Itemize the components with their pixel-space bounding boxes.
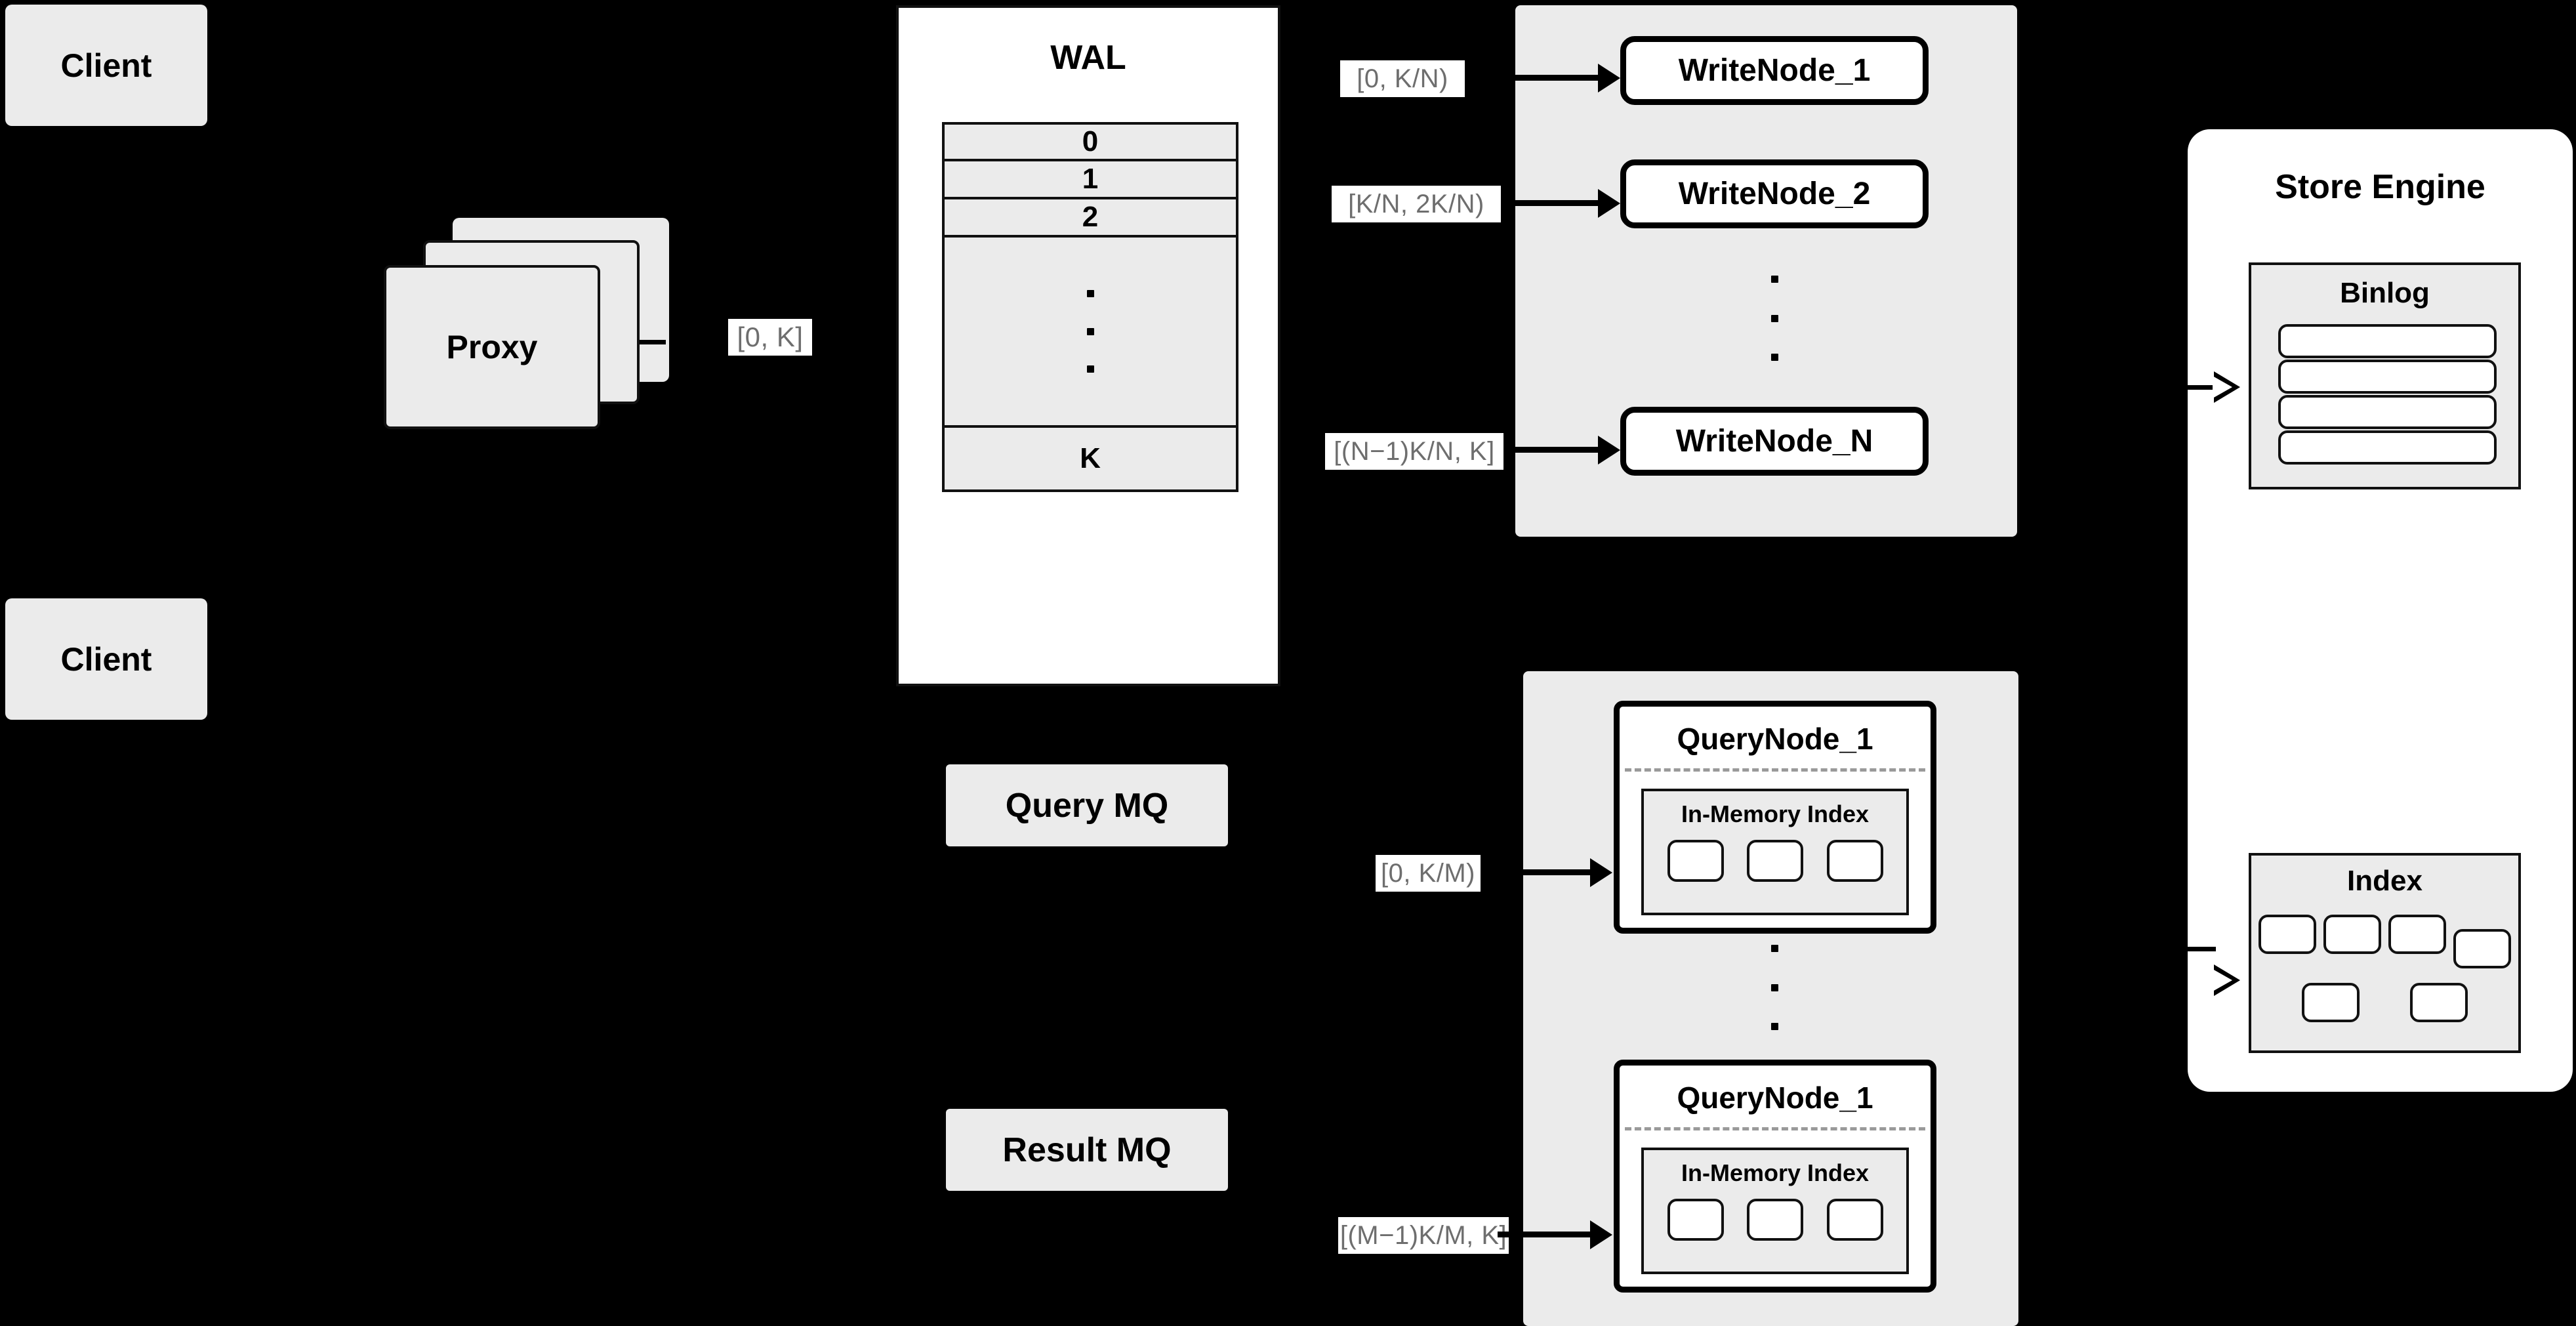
- arrow-head-write-n: [1598, 436, 1620, 465]
- in-memory-index-1-title: In-Memory Index: [1681, 800, 1870, 827]
- write-node-n[interactable]: WriteNode_N: [1620, 407, 1929, 476]
- write-node-ellipsis: [1769, 276, 1780, 361]
- client-box-2[interactable]: Client: [5, 598, 207, 720]
- arrow-head-write-2: [1598, 189, 1620, 218]
- query-node-1-label-wrap: QueryNode_1: [1620, 721, 1931, 756]
- query-node-2[interactable]: QueryNode_1 In-Memory Index: [1614, 1060, 1936, 1293]
- wal-row-ellipsis: [942, 238, 1238, 428]
- arrow-head-to-binlog: [2213, 371, 2240, 403]
- arrow-line-query-1: [1498, 869, 1593, 875]
- client-label-2: Client: [60, 640, 152, 678]
- binlog-box: Binlog: [2249, 262, 2521, 489]
- query-node-1-divider: [1625, 768, 1925, 772]
- write-node-2[interactable]: WriteNode_2: [1620, 159, 1929, 228]
- edge-label-proxy-to-wal: [0, K]: [728, 319, 812, 356]
- proxy-box[interactable]: Proxy: [384, 265, 600, 429]
- edge-label-wal-to-write-1: [0, K/N): [1340, 60, 1465, 97]
- index-slot: [2388, 915, 2446, 954]
- edge-label-mq-to-query-m: [(M−1)K/M, K]: [1338, 1217, 1509, 1254]
- write-node-n-label: WriteNode_N: [1675, 424, 1873, 459]
- result-mq-label: Result MQ: [1002, 1130, 1172, 1169]
- index-slot: [1826, 840, 1883, 882]
- wal-row: 0: [942, 122, 1238, 161]
- arrow-line-write-2: [1505, 200, 1601, 206]
- query-node-1[interactable]: QueryNode_1 In-Memory Index: [1614, 701, 1936, 934]
- arrow-line-to-index: [2184, 947, 2216, 951]
- wal-row: K: [942, 428, 1238, 492]
- index-slot: [1667, 1199, 1724, 1241]
- index-box: Index: [2249, 853, 2521, 1053]
- arrow-line-write-n: [1505, 447, 1601, 453]
- query-node-2-label: QueryNode_1: [1677, 1081, 1873, 1115]
- edge-label-wal-to-write-n: [(N−1)K/N, K]: [1325, 433, 1503, 470]
- arrow-head-write-1: [1598, 64, 1620, 93]
- arrow-head-to-index: [2213, 964, 2240, 996]
- index-slot: [1667, 840, 1724, 882]
- result-mq-box[interactable]: Result MQ: [946, 1109, 1228, 1191]
- index-slot: [2323, 915, 2381, 954]
- wal-row: 2: [942, 199, 1238, 238]
- index-slot: [2410, 983, 2468, 1022]
- wal-title: WAL: [1050, 39, 1126, 77]
- write-node-2-label: WriteNode_2: [1678, 176, 1871, 211]
- proxy-label: Proxy: [446, 329, 538, 365]
- binlog-row: [2278, 360, 2497, 394]
- edge-label-wal-to-write-2: [K/N, 2K/N): [1332, 186, 1501, 222]
- query-node-1-label: QueryNode_1: [1677, 722, 1873, 756]
- client-label-1: Client: [60, 47, 152, 84]
- arrow-line-write-1: [1505, 75, 1601, 81]
- index-slot: [1826, 1199, 1883, 1241]
- in-memory-index-2: In-Memory Index: [1641, 1148, 1909, 1274]
- arrow-line-query-m: [1498, 1232, 1593, 1237]
- write-node-1-label: WriteNode_1: [1678, 53, 1871, 88]
- binlog-title: Binlog: [2340, 277, 2430, 309]
- query-node-ellipsis: [1769, 945, 1780, 1030]
- arrow-head-query-m: [1590, 1220, 1612, 1249]
- arrow-line-to-binlog: [2184, 385, 2216, 390]
- query-mq-label: Query MQ: [1005, 786, 1169, 825]
- wal-row: 1: [942, 161, 1238, 199]
- index-slot: [1747, 1199, 1803, 1241]
- index-title: Index: [2347, 865, 2423, 897]
- write-node-1[interactable]: WriteNode_1: [1620, 36, 1929, 105]
- in-memory-index-2-title: In-Memory Index: [1681, 1159, 1870, 1186]
- query-node-2-label-wrap: QueryNode_1: [1620, 1080, 1931, 1115]
- proxy-connector-stub: [640, 340, 666, 344]
- in-memory-index-1: In-Memory Index: [1641, 789, 1909, 915]
- index-slot: [2302, 983, 2360, 1022]
- client-box-1[interactable]: Client: [5, 5, 207, 126]
- query-node-2-divider: [1625, 1127, 1925, 1130]
- store-engine-title: Store Engine: [2275, 168, 2485, 206]
- index-slot: [1747, 840, 1803, 882]
- index-slot: [2259, 915, 2316, 954]
- edge-label-mq-to-query-1: [0, K/M): [1376, 855, 1481, 892]
- binlog-row: [2278, 324, 2497, 358]
- binlog-row: [2278, 430, 2497, 465]
- query-mq-box[interactable]: Query MQ: [946, 764, 1228, 846]
- index-slot: [2453, 929, 2511, 968]
- binlog-row: [2278, 395, 2497, 429]
- arrow-head-query-1: [1590, 858, 1612, 887]
